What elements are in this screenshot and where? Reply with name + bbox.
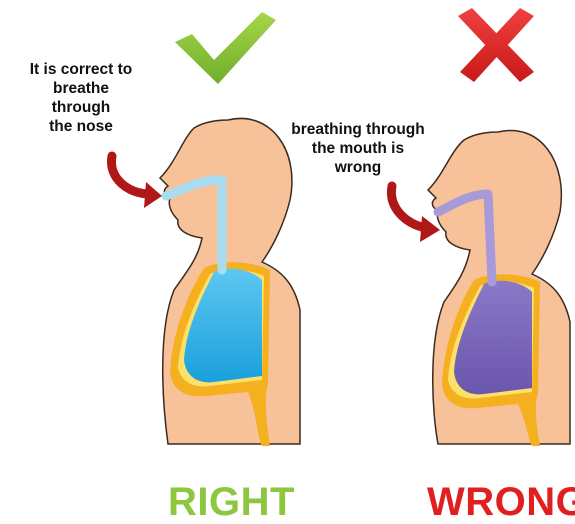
caption-line: It is correct to — [6, 60, 156, 79]
caption-line: breathe — [6, 79, 156, 98]
nose-breathing-caption: It is correct to breathe through the nos… — [6, 60, 156, 136]
caption-line: through — [6, 98, 156, 117]
right-figure — [428, 130, 570, 446]
caption-line: the mouth is — [272, 139, 444, 158]
check-mark-icon — [175, 12, 276, 84]
cross-mark-icon — [458, 8, 534, 82]
left-pointer-arrow — [111, 156, 162, 208]
caption-line: the nose — [6, 117, 156, 136]
mouth-breathing-caption: breathing through the mouth is wrong — [272, 120, 444, 177]
caption-line: wrong — [272, 158, 444, 177]
right-verdict-label: RIGHT — [168, 480, 295, 524]
wrong-verdict-label: WRONG — [427, 480, 575, 524]
caption-line: breathing through — [272, 120, 444, 139]
